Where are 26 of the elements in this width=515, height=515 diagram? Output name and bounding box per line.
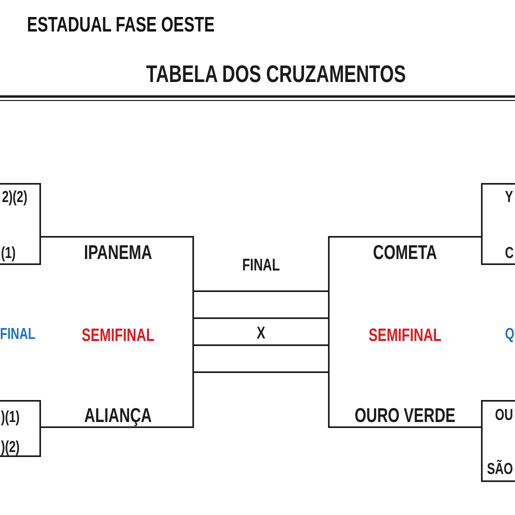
match-text: C [505, 246, 514, 262]
team-name: OURO VERDE [354, 406, 456, 426]
round-label: FINAL [242, 256, 280, 274]
match-text: (1) [1, 246, 16, 262]
round-label: FINAL [0, 327, 36, 343]
match-text: OU [495, 408, 513, 424]
match-text: 2)(2) [2, 190, 28, 206]
team-name: COMETA [373, 243, 437, 263]
match-text: )(1) [1, 410, 20, 426]
match-box [0, 183, 41, 265]
title: ESTADUAL FASE OESTE [27, 14, 215, 36]
bracket-frame [41, 236, 194, 428]
match-text: )(2) [1, 440, 20, 456]
versus-mark: X [256, 324, 266, 342]
team-name: ALIANÇA [84, 406, 152, 426]
round-label: SEMIFINAL [368, 326, 442, 344]
match-text: Y [505, 190, 513, 206]
round-label: SEMIFINAL [82, 326, 154, 344]
match-box [481, 400, 515, 482]
match-box [0, 400, 41, 457]
match-text: SÃO [487, 462, 513, 478]
team-name: IPANEMA [84, 243, 152, 263]
subtitle: TABELA DOS CRUZAMENTOS [146, 63, 406, 87]
bracket-frame [328, 236, 481, 428]
match-box [481, 183, 515, 265]
round-label: Q [505, 327, 514, 343]
